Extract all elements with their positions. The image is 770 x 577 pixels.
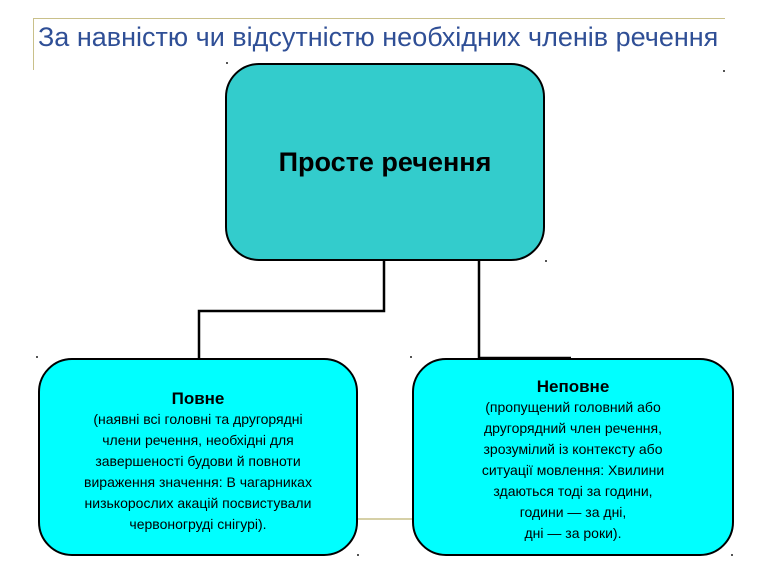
title-frame-top-line xyxy=(33,18,725,19)
corner-marker xyxy=(226,62,228,64)
child-node-complete: Повне (наявні всі головні та другорядні … xyxy=(38,358,358,556)
corner-marker xyxy=(410,356,412,358)
connector-root-to-left xyxy=(197,261,386,359)
corner-marker xyxy=(36,356,38,358)
connector-root-to-right xyxy=(477,261,571,360)
child-node-heading: Неповне xyxy=(536,377,610,396)
slide-title: За навністю чи відсутністю необхідних чл… xyxy=(38,22,719,52)
corner-marker xyxy=(723,70,725,72)
root-node-box: Просте речення xyxy=(225,63,545,261)
root-node-label: Просте речення xyxy=(278,146,492,177)
title-frame-left-line xyxy=(33,18,34,70)
child-node-incomplete: Неповне (пропущений головний або другоря… xyxy=(412,358,734,556)
child-node-description: (пропущений головний або другорядний чле… xyxy=(481,399,665,541)
child-node-heading: Повне xyxy=(171,389,225,408)
corner-marker xyxy=(545,260,547,262)
child-node-description: (наявні всі головні та другорядні члени … xyxy=(84,411,312,532)
corner-marker xyxy=(731,554,733,556)
corner-marker xyxy=(357,554,359,556)
